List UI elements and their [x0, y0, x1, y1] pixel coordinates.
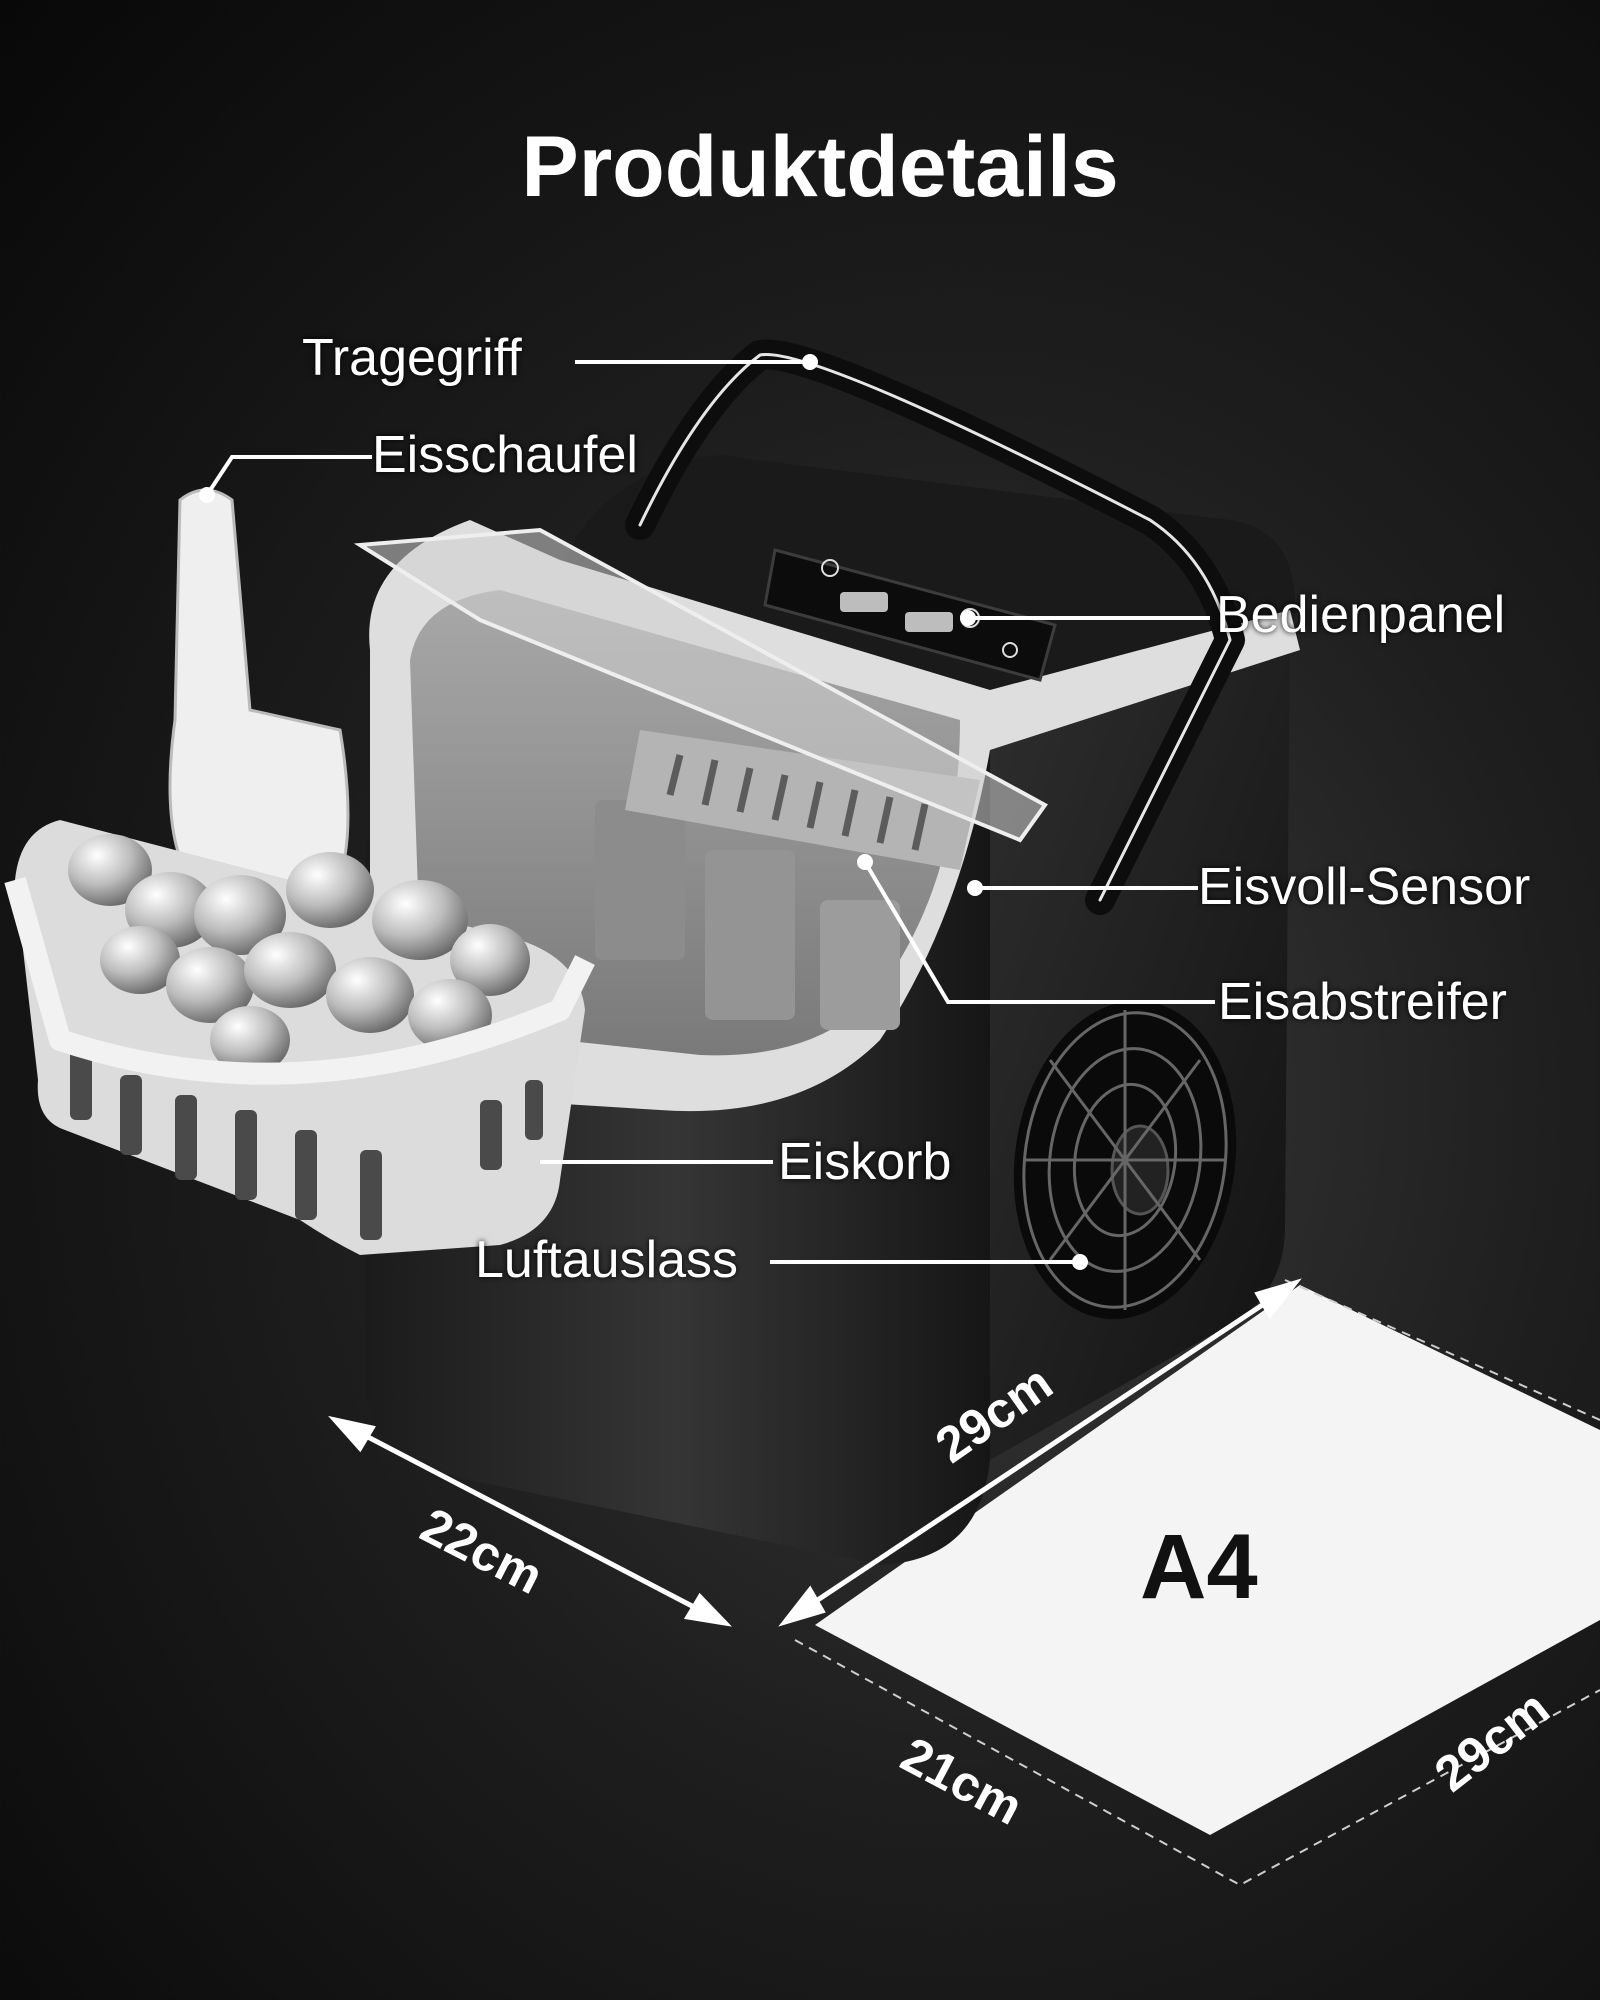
label-control-panel: Bedienpanel: [1216, 586, 1506, 644]
label-ice-full-sensor: Eisvoll-Sensor: [1198, 858, 1531, 916]
label-ice-scraper: Eisabstreifer: [1218, 973, 1507, 1031]
leader-lines: [199, 354, 1215, 1270]
control-panel-graphic: [763, 548, 1057, 682]
dimension-arrows: [328, 1278, 1302, 1627]
ice-machine-body: [353, 339, 1301, 1565]
label-ice-basket: Eiskorb: [778, 1133, 952, 1191]
label-air-outlet: Luftauslass: [475, 1231, 739, 1289]
a4-label: A4: [1140, 1516, 1258, 1618]
label-handle: Tragegriff: [302, 329, 522, 387]
ice-basket-graphic: [4, 488, 595, 1255]
a4-paper: [794, 1279, 1600, 1887]
ice-scraper-grill: [625, 730, 980, 870]
label-scoop: Eisschaufel: [372, 426, 638, 484]
page-title: Produktdetails: [521, 119, 1119, 215]
carry-handle-graphic: [625, 339, 1245, 915]
air-outlet-fan: [1013, 1000, 1237, 1320]
